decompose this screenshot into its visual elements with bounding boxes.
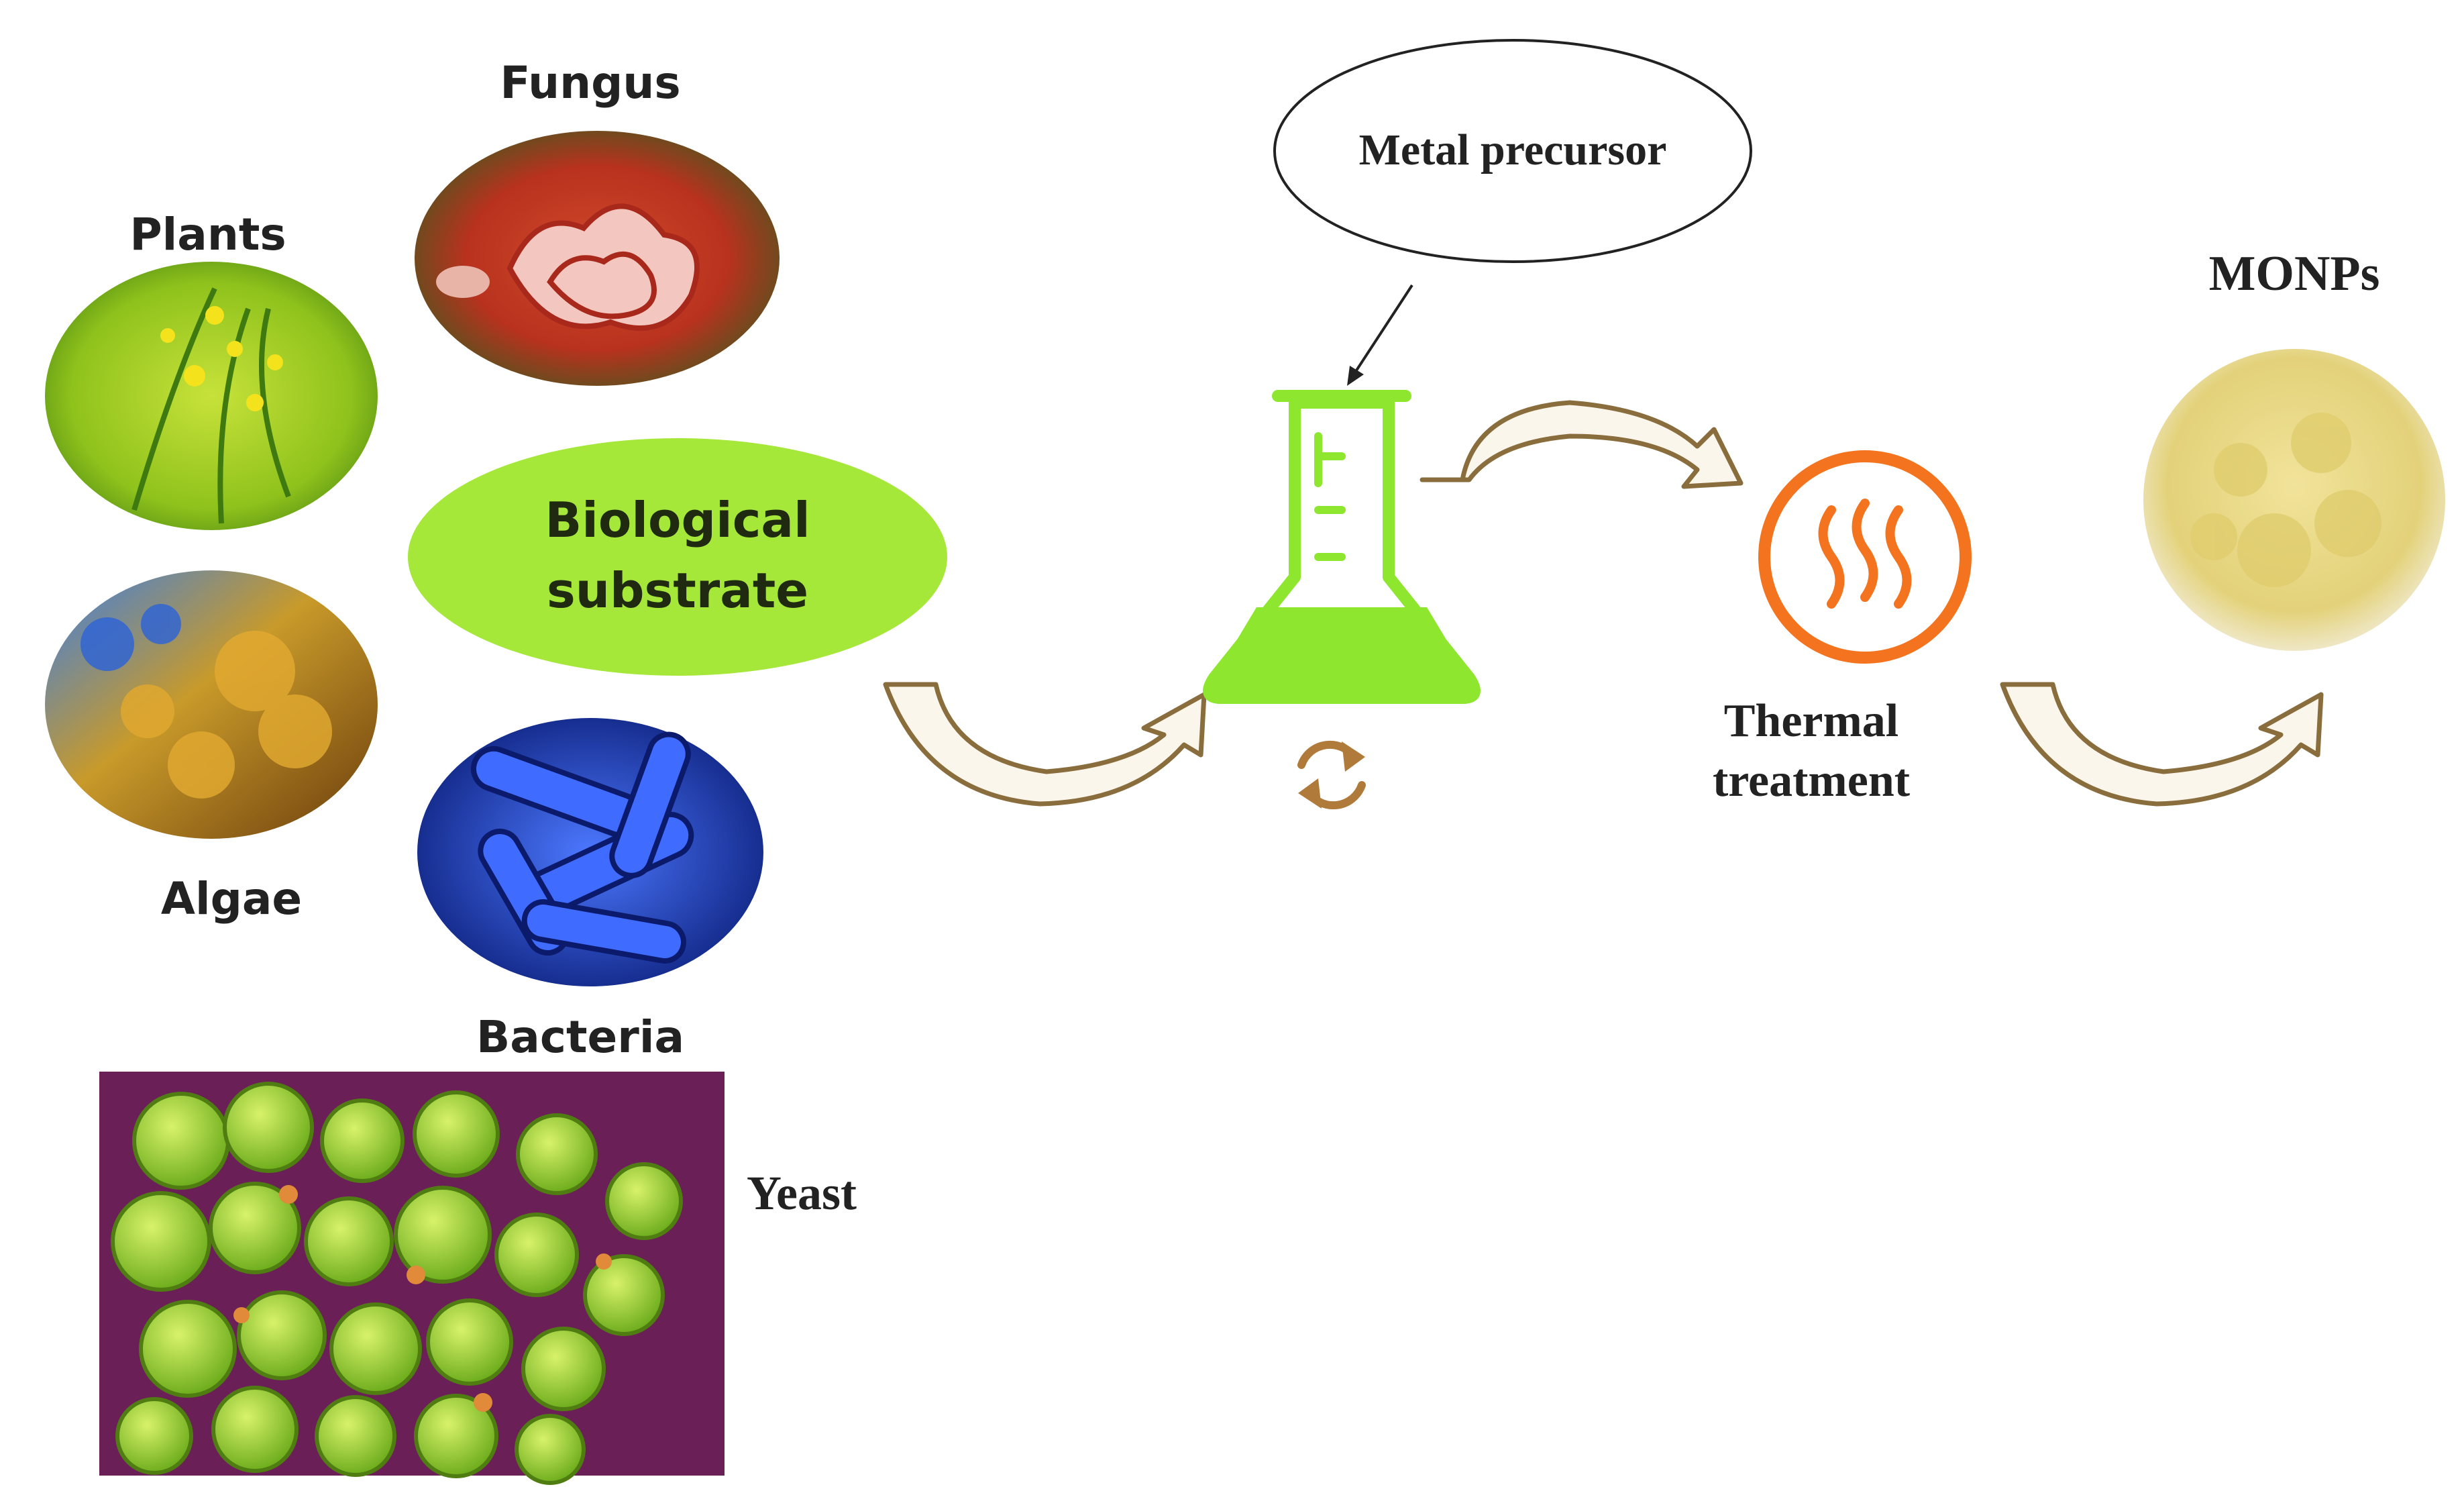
precursor-pointer-arrow	[1347, 284, 1413, 386]
label-plants: Plants	[129, 209, 286, 260]
bacteria-image	[417, 718, 763, 986]
label-yeast: Yeast	[747, 1166, 857, 1220]
thermal-line1: Thermal	[1724, 695, 1899, 747]
monps-powder-image	[2143, 349, 2445, 651]
label-monps: MONPs	[2209, 246, 2380, 301]
flask-icon	[1203, 390, 1481, 704]
refresh-icon	[1297, 740, 1366, 810]
substrate-line1: Biological	[545, 492, 810, 548]
plants-image	[45, 262, 378, 530]
label-algae: Algae	[161, 873, 302, 925]
label-bacteria: Bacteria	[476, 1011, 684, 1063]
algae-image	[45, 570, 378, 839]
yeast-image	[99, 1072, 725, 1485]
metal-precursor-bubble: Metal precursor	[1273, 39, 1752, 263]
biological-substrate: Biological substrate	[408, 438, 947, 676]
fungus-image	[415, 131, 780, 386]
heat-icon	[1758, 450, 1972, 664]
label-fungus: Fungus	[500, 57, 680, 109]
arrow-flask-to-thermal	[1420, 400, 1744, 489]
thermal-line2: treatment	[1713, 755, 1910, 807]
arrow-thermal-to-monps	[2000, 682, 2324, 807]
substrate-line2: substrate	[547, 562, 808, 619]
precursor-label: Metal precursor	[1359, 125, 1667, 174]
arrow-substrate-to-flask	[883, 682, 1207, 807]
